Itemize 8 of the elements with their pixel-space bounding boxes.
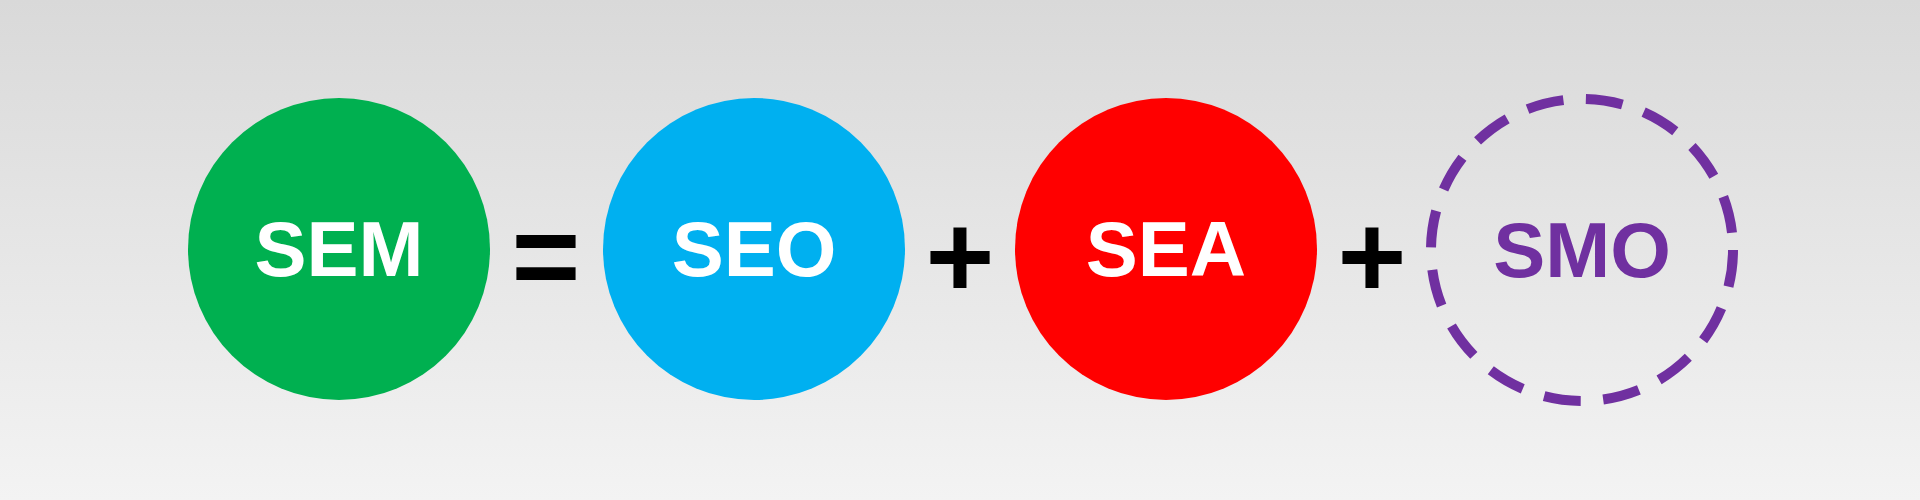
equals-sign: =: [511, 197, 581, 315]
term-label: SEO: [671, 210, 837, 288]
plus-sign: +: [925, 197, 995, 315]
dashed-term-circle: [1426, 94, 1738, 406]
term-label: SEM: [254, 210, 424, 288]
plus-sign: +: [1337, 197, 1407, 315]
term-label: SEA: [1085, 210, 1247, 288]
term-label: SMO: [1493, 211, 1671, 289]
